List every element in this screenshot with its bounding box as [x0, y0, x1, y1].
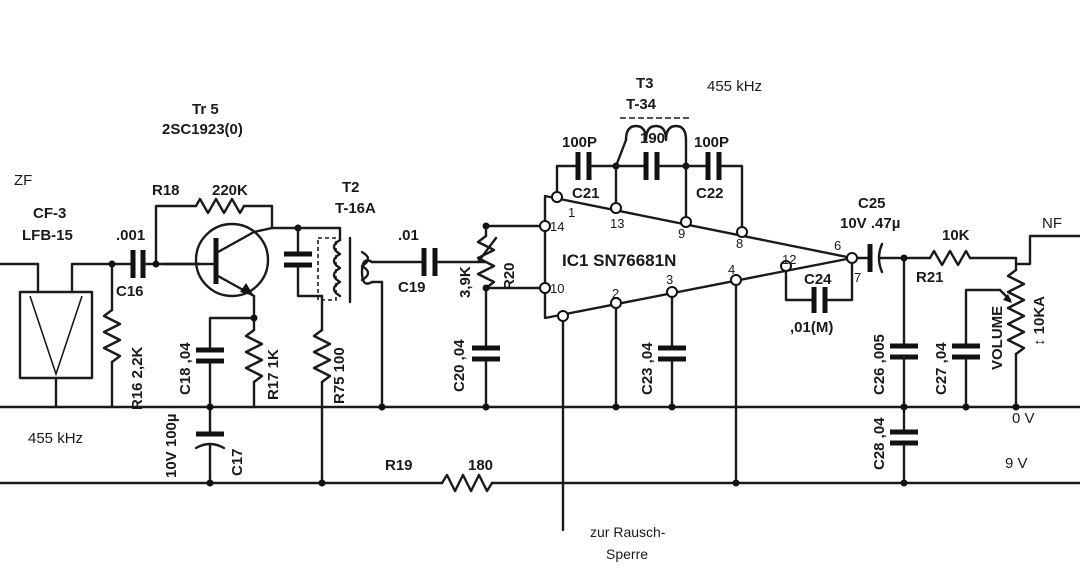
if-input-frequency: 455 kHz	[28, 430, 83, 447]
capacitor-c22	[684, 152, 744, 229]
c22-value: 100P	[694, 134, 729, 151]
c17-value: 10V 100µ	[163, 413, 180, 478]
c23-label: C23 ,04	[639, 342, 656, 395]
r18-label: R18	[152, 182, 180, 199]
c21-label: C21	[572, 185, 600, 202]
transformer-t2	[284, 226, 402, 409]
t2-label: T2	[342, 179, 360, 196]
transistor-tr5	[162, 222, 274, 320]
r21-label: R21	[916, 269, 944, 286]
r17-label: R17 1K	[265, 349, 282, 400]
pin-6: 6	[834, 238, 841, 253]
c25-value: 10V .47µ	[840, 215, 900, 232]
pin-4: 4	[728, 262, 735, 277]
c27-label: C27 ,04	[933, 342, 950, 395]
pin-10: 10	[550, 281, 564, 296]
pin-8: 8	[736, 236, 743, 251]
resistor-r19	[440, 473, 494, 493]
noise-squelch-note-line2: Sperre	[606, 546, 648, 562]
r19-label: R19	[385, 457, 413, 474]
r18-value: 220K	[212, 182, 248, 199]
ground-rail-label: 0 V	[1012, 410, 1035, 427]
r-3k9-label: 3,9K	[457, 266, 474, 298]
r19-value: 180	[468, 457, 493, 474]
r75-label: R75 100	[331, 347, 348, 404]
lfb15-label: LFB-15	[22, 227, 73, 244]
capacitor-c24	[784, 261, 854, 313]
resistor-r16	[102, 262, 122, 409]
capacitor-c21	[555, 152, 618, 194]
c26-label: C26 ,005	[871, 334, 888, 395]
c24-value: ,01(M)	[790, 319, 833, 336]
capacitor-c20	[472, 345, 500, 409]
pin-14: 14	[550, 219, 564, 234]
pin-12: 12	[782, 252, 796, 267]
volume-value: ↕ 10KA	[1031, 296, 1048, 346]
nf-output-label: NF	[1042, 215, 1062, 232]
capacitor-c26	[890, 256, 918, 432]
if-455-label: 455 kHz	[707, 78, 762, 95]
c16-label: C16	[116, 283, 144, 300]
pin-7: 7	[854, 270, 861, 285]
c21-value: 100P	[562, 134, 597, 151]
capacitor-c27	[952, 288, 1002, 409]
c28-label: C28 ,04	[871, 417, 888, 470]
capacitor-190	[614, 152, 688, 180]
supply-rail-9v	[0, 473, 1080, 493]
tr5-type: 2SC1923(0)	[162, 121, 243, 138]
capacitor-c23	[658, 345, 686, 409]
tr5-label: Tr 5	[192, 101, 219, 118]
c16-value: .001	[116, 227, 145, 244]
c24-label: C24	[804, 271, 832, 288]
ic1-label: IC1 SN76681N	[562, 251, 676, 270]
ic1-sn76681n	[543, 194, 854, 320]
ceramic-filter-cf3	[0, 262, 114, 409]
resistor-r18	[154, 197, 274, 266]
pin-13: 13	[610, 216, 624, 231]
c20-label: C20 ,04	[451, 339, 468, 392]
c22-label: C22	[696, 185, 724, 202]
potentiometer-volume	[998, 268, 1026, 409]
t3-label: T3	[636, 75, 654, 92]
t3-type: T-34	[626, 96, 657, 113]
resistor-r20	[476, 224, 547, 348]
zf-input-label: ZF	[14, 172, 32, 189]
r20-label: R20	[501, 262, 518, 290]
supply-rail-label: 9 V	[1005, 455, 1028, 472]
resistor-r75	[312, 294, 332, 485]
c19-label: C19	[398, 279, 426, 296]
t2-type: T-16A	[335, 200, 376, 217]
c19-value: .01	[398, 227, 419, 244]
r16-label: R16 2,2K	[129, 346, 146, 410]
capacitor-c28	[890, 429, 918, 485]
volume-label: VOLUME	[989, 306, 1006, 370]
c18-label: C18 ,04	[177, 342, 194, 395]
resistor-r17	[244, 316, 264, 409]
c17-label: C17	[229, 448, 246, 476]
pin-9: 9	[678, 226, 685, 241]
pin-2: 2	[612, 286, 619, 301]
cf3-label: CF-3	[33, 205, 66, 222]
capacitor-c17	[194, 405, 226, 485]
c190-value: 190	[640, 130, 665, 147]
capacitor-c18	[196, 316, 256, 409]
resistor-r21	[928, 249, 1018, 272]
pin-1: 1	[568, 205, 575, 220]
noise-squelch-note-line1: zur Rausch-	[590, 524, 666, 540]
r21-value: 10K	[942, 227, 970, 244]
c25-label: C25	[858, 195, 886, 212]
pin-3: 3	[666, 272, 673, 287]
capacitor-c25	[855, 242, 932, 274]
